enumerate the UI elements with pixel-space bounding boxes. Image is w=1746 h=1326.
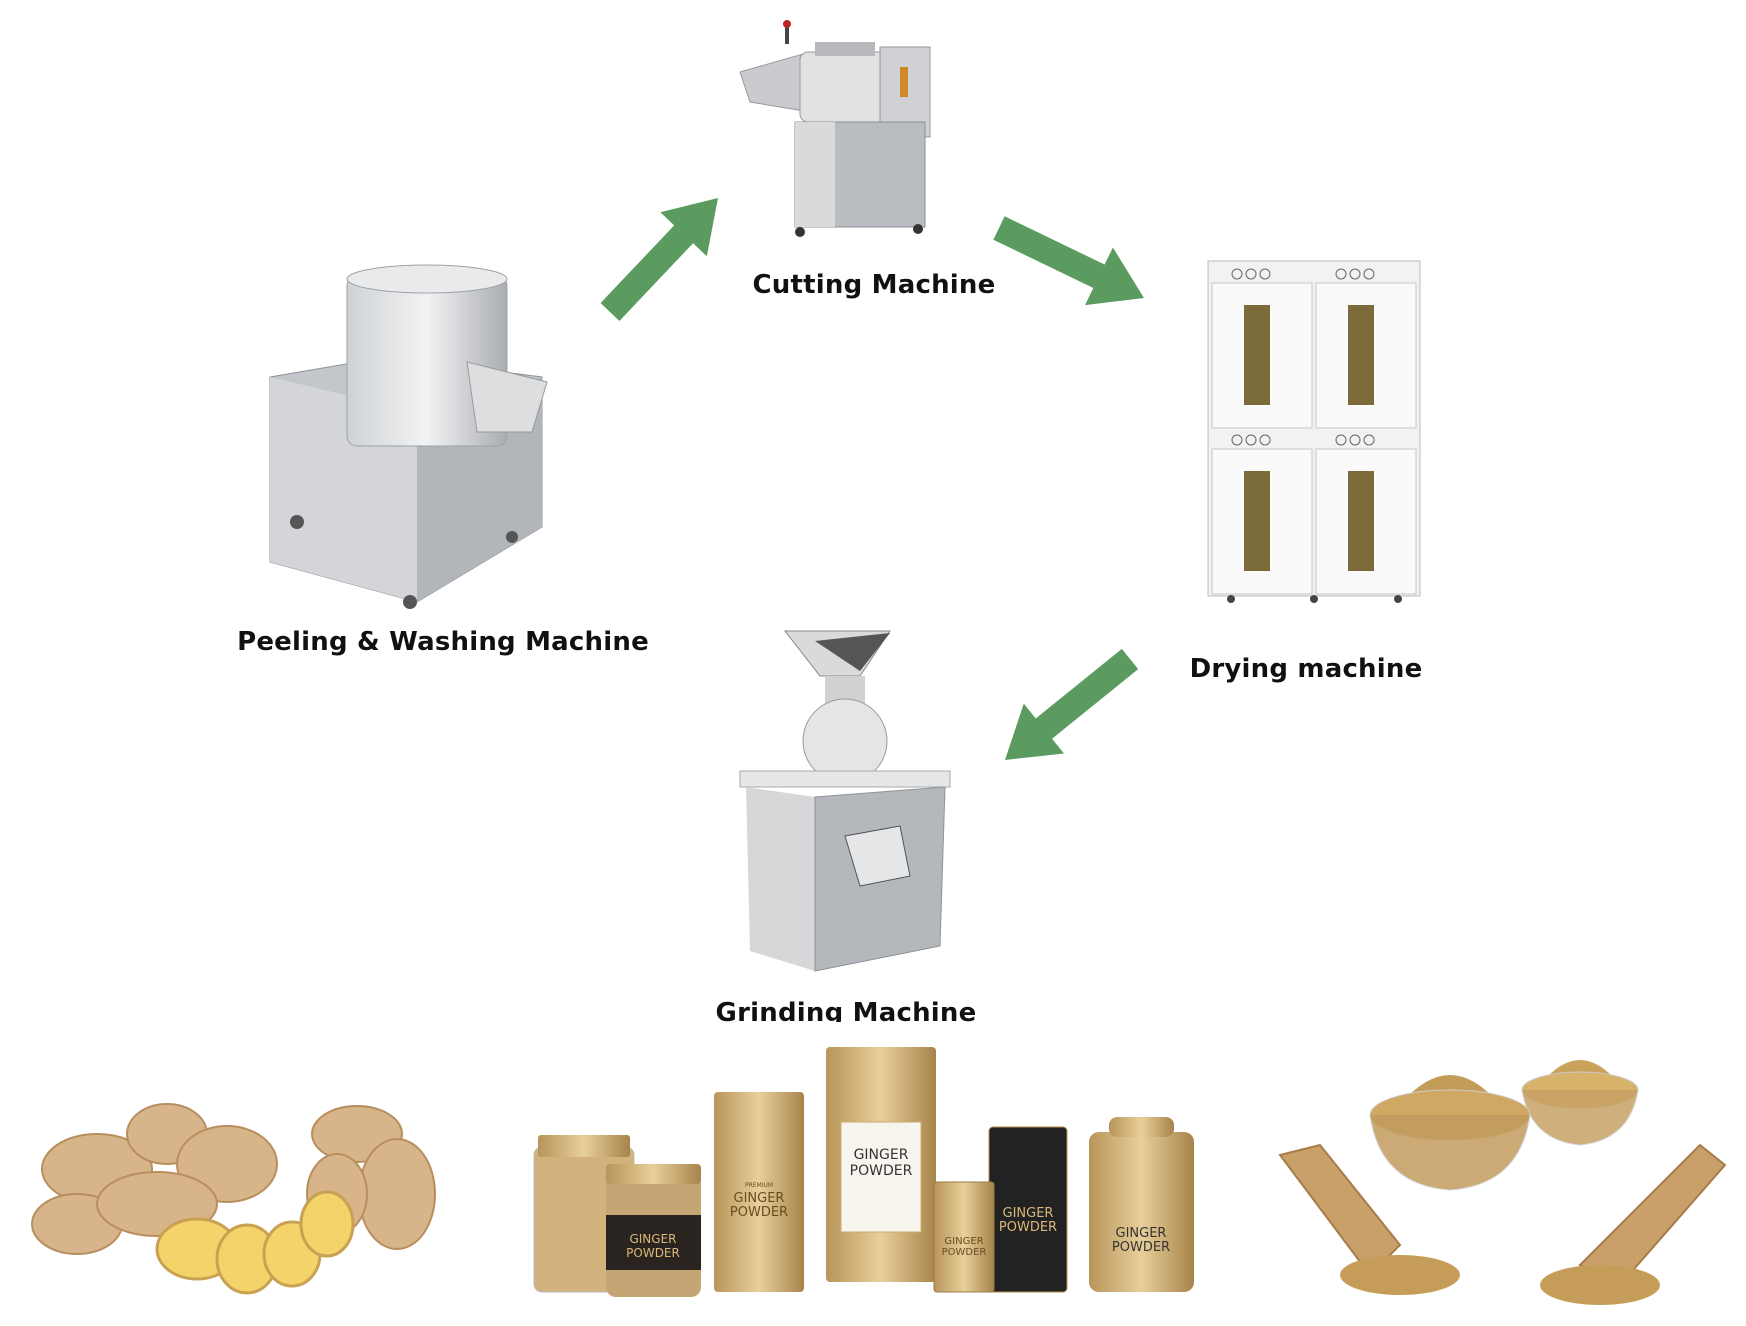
arrow-drying-to-grinding-icon <box>1005 648 1139 760</box>
fresh-ginger-image <box>31 1103 436 1295</box>
pkg-name: POWDER <box>1112 1240 1170 1255</box>
pkg-name: GINGER <box>1003 1206 1054 1221</box>
step-label-peeling-washing: Peeling & Washing Machine <box>237 627 649 657</box>
grinding-machine-icon <box>739 630 951 972</box>
pkg-name: GINGER <box>854 1147 909 1163</box>
pkg-name: GINGER <box>1116 1226 1167 1241</box>
pkg-name: POWDER <box>999 1220 1057 1235</box>
pkg-premium: PREMIUM <box>745 1182 773 1189</box>
arrow-peeling-to-cutting-icon <box>600 198 718 321</box>
pkg-name: POWDER <box>942 1247 987 1258</box>
pkg-name: POWDER <box>850 1163 913 1179</box>
peeling-washing-machine-icon <box>269 264 548 609</box>
pkg-name: POWDER <box>730 1205 788 1220</box>
arrow-cutting-to-drying-icon <box>993 216 1144 306</box>
cutting-machine-icon <box>739 20 931 237</box>
step-label-grinding: Grinding Machine <box>715 998 977 1022</box>
ginger-powder-bowls-image <box>1278 1060 1727 1305</box>
pkg-name: POWDER <box>626 1246 680 1260</box>
pkg-name: GINGER <box>734 1191 785 1206</box>
drying-machine-icon <box>1207 260 1421 603</box>
pkg-name: GINGER <box>629 1232 676 1246</box>
packaged-ginger-powder-image: PREMIUM GINGER POWDER GINGER POWDER GING… <box>533 1047 1194 1297</box>
step-label-cutting: Cutting Machine <box>752 270 996 300</box>
step-label-drying: Drying machine <box>1189 654 1423 684</box>
pkg-name: GINGER <box>944 1236 983 1247</box>
